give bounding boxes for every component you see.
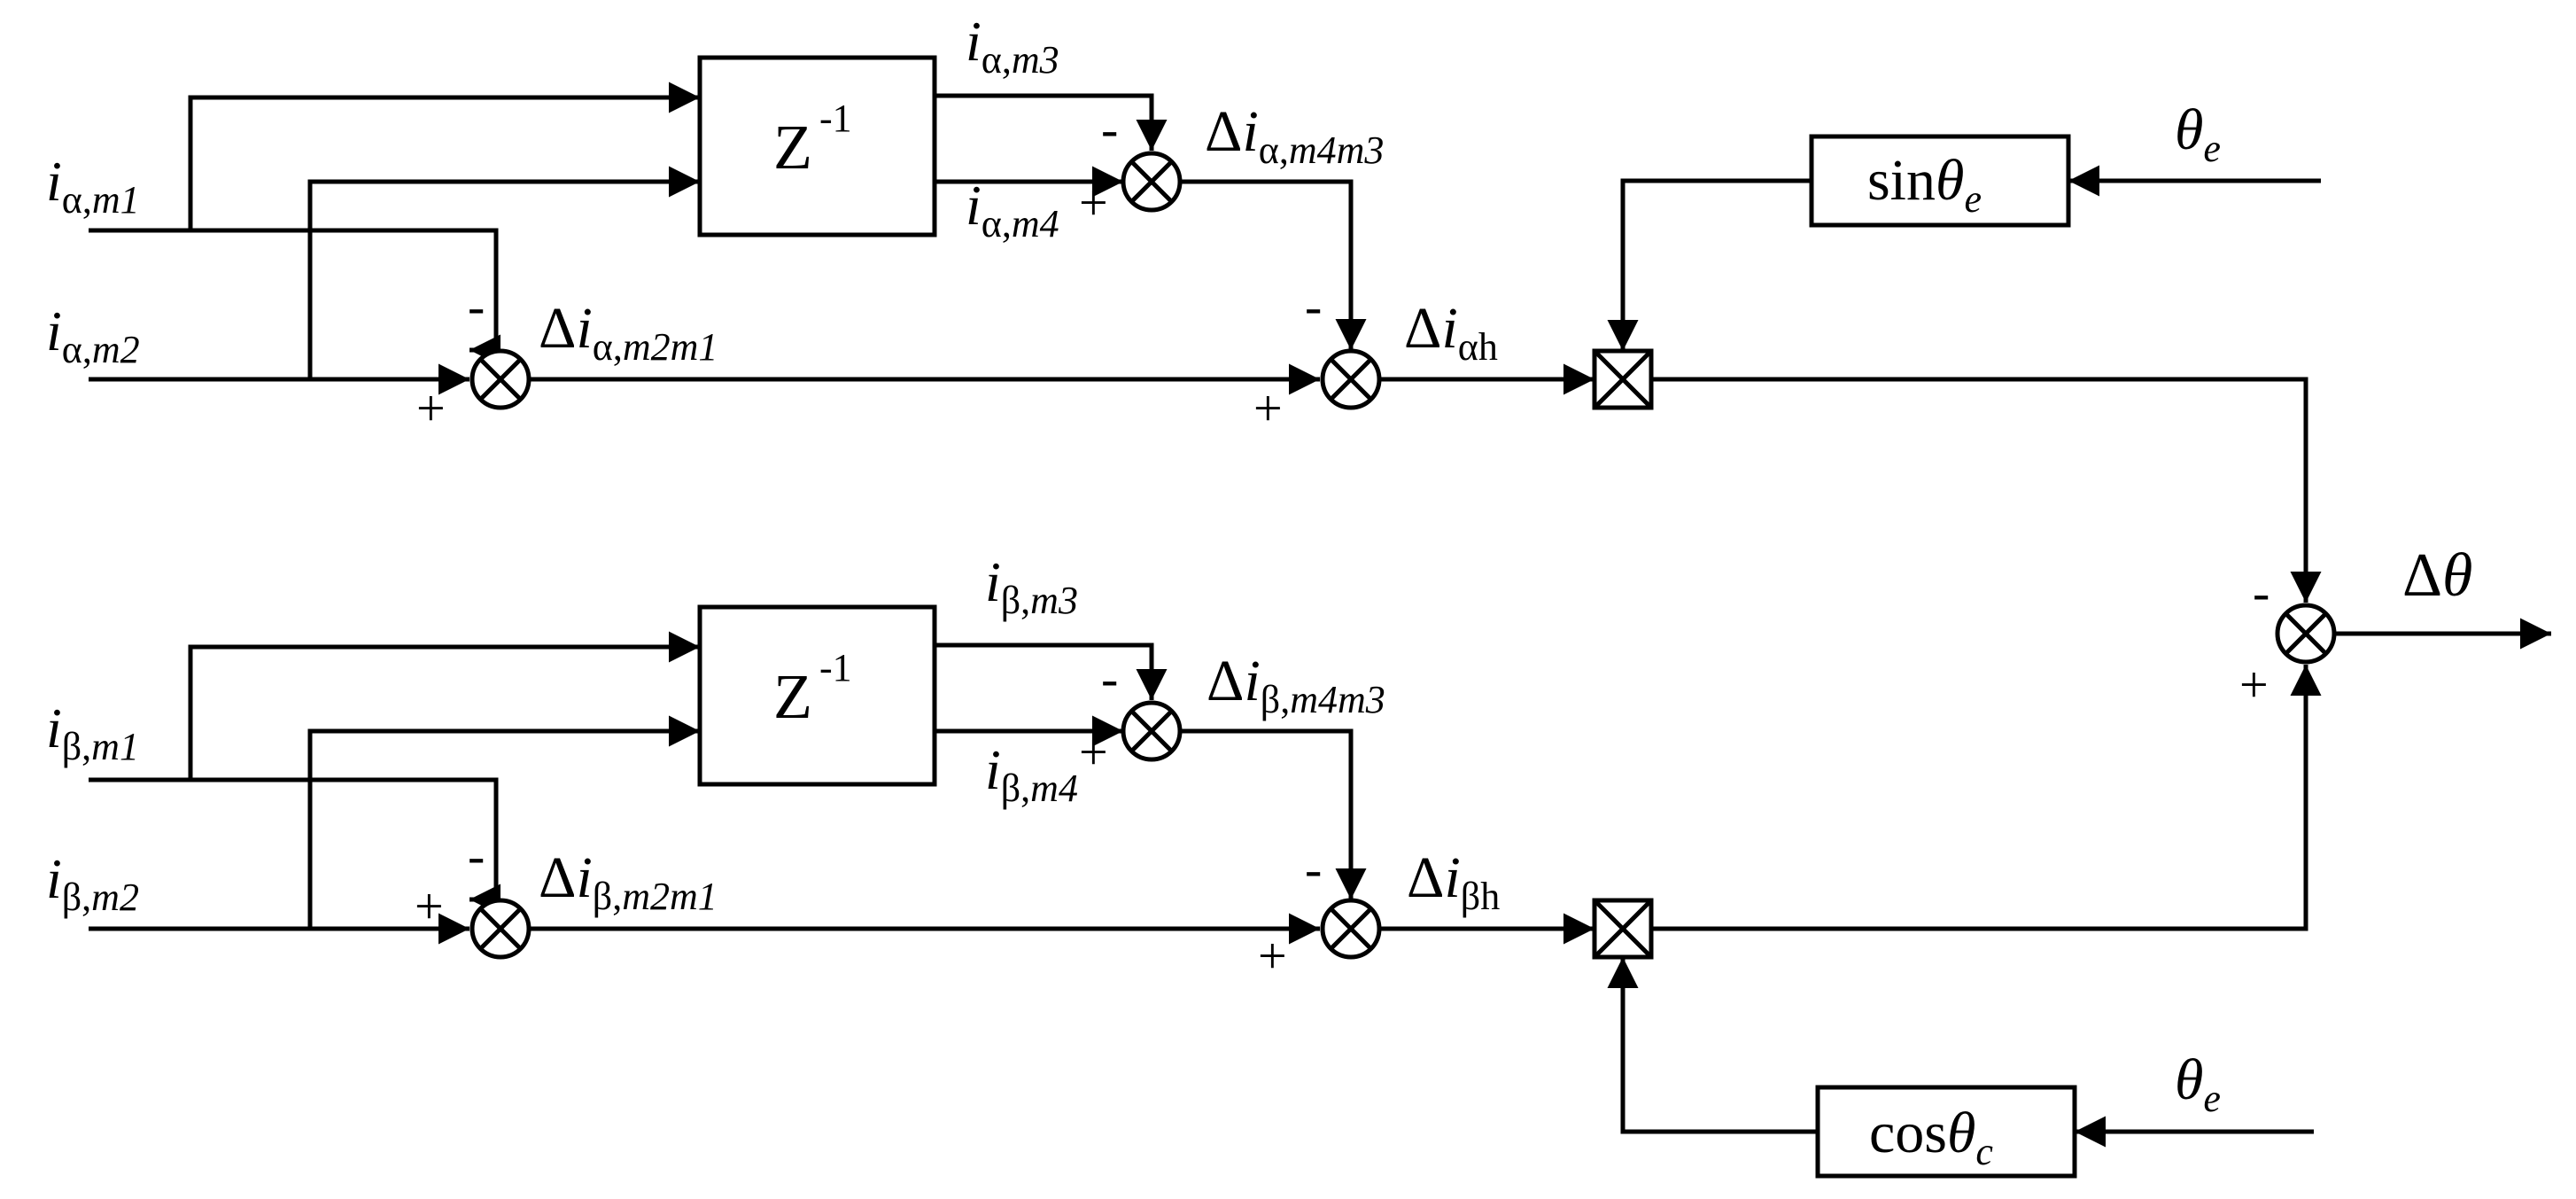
wire-ib-m1-to-delay: [188, 631, 700, 780]
label-i-beta-m1: iβ,m1: [46, 697, 139, 768]
sign-plus-sum1: +: [416, 379, 446, 437]
sign-minus-beta-sum3: -: [1305, 840, 1322, 898]
sign-plus-beta-sum1: +: [415, 877, 444, 935]
wire-sum2-to-sum3: [1180, 179, 1367, 350]
beta-channel: Z -1 cosθc - + -: [46, 550, 2322, 1179]
cos-block: cosθc: [1815, 1085, 2077, 1179]
sign-plus-beta-sum3: +: [1258, 927, 1287, 985]
sum-junction-beta-m4m3: [1121, 700, 1183, 762]
sin-theta: θ: [1936, 148, 1964, 213]
label-delta-i-beta-m4m3: Δiβ,m4m3: [1207, 649, 1385, 721]
sign-minus-sum3: -: [1305, 277, 1322, 335]
sum-junction-final: [2275, 603, 2337, 665]
wire-beta-mult-to-final-sum: [1651, 665, 2322, 931]
label-delta-theta: Δθ: [2402, 541, 2472, 610]
sum-junction-alpha-h: [1320, 348, 1382, 410]
sign-plus-sum2: +: [1079, 174, 1108, 231]
sign-plus-final: +: [2239, 656, 2269, 713]
delay-block-alpha: Z -1: [697, 55, 937, 237]
delay-label: Z: [773, 661, 812, 732]
label-i-alpha-m2: iα,m2: [46, 300, 140, 371]
label-i-beta-m2: iβ,m2: [46, 847, 139, 919]
sign-plus-sum3: +: [1253, 379, 1283, 437]
sign-minus-final: -: [2253, 564, 2270, 621]
wire-sin-to-mult: [1607, 178, 1812, 351]
wire-ia-m1-to-sum1: [89, 228, 500, 366]
label-theta-e-top: θe: [2175, 97, 2221, 170]
label-delta-i-alpha-m4m3: Δiα,m4m3: [1205, 99, 1384, 172]
sin-sub-e: e: [1964, 177, 1982, 221]
sign-minus-beta-sum1: -: [468, 827, 485, 884]
multiplier-alpha: [1592, 348, 1654, 410]
sin-block: sinθe: [1809, 134, 2071, 228]
sin-function: sin: [1867, 148, 1936, 213]
label-i-alpha-m3: iα,m3: [966, 10, 1059, 82]
multiplier-beta: [1592, 898, 1654, 960]
svg-text:sinθe: sinθe: [1867, 148, 1982, 221]
output-stage: - + Δθ: [2239, 541, 2551, 713]
delay-exponent: -1: [819, 97, 852, 140]
sign-minus-sum2: -: [1101, 100, 1118, 158]
label-i-beta-m4: iβ,m4: [985, 738, 1078, 810]
alpha-channel: Z -1 sinθe - + -: [46, 10, 2322, 603]
delay-label: Z: [773, 112, 812, 183]
sum-junction-alpha-m4m3: [1121, 151, 1183, 213]
label-delta-i-beta-m2m1: Δiβ,m2m1: [539, 845, 718, 918]
wire-mult-to-final-sum: [1651, 377, 2322, 603]
sum-junction-alpha-m2m1: [469, 348, 531, 410]
wire-ib-m1-to-sum1: [89, 777, 500, 915]
sum-junction-beta-h: [1320, 898, 1382, 960]
delay-block-beta: Z -1: [697, 604, 937, 787]
sign-plus-beta-sum2: +: [1079, 723, 1108, 781]
delay-exponent: -1: [819, 646, 852, 689]
wire-ia-m2-to-delay: [307, 166, 700, 379]
label-i-alpha-m4: iα,m4: [966, 174, 1059, 245]
cos-function: cos: [1869, 1101, 1947, 1165]
wire-cos-to-mult: [1607, 957, 1818, 1134]
sign-minus-beta-sum2: -: [1101, 650, 1118, 707]
wire-ib-m2-to-delay: [307, 715, 700, 929]
cos-sub-c: c: [1975, 1130, 1993, 1173]
label-delta-i-alpha-h: Δiαh: [1404, 296, 1498, 369]
cos-theta: θ: [1947, 1101, 1975, 1165]
wire-beta-sum2-to-sum3: [1180, 728, 1367, 899]
sum-junction-beta-m2m1: [469, 898, 531, 960]
label-i-beta-m3: iβ,m3: [985, 550, 1078, 622]
wire-delay-beta-out-m3: [935, 642, 1168, 700]
sign-minus-sum1: -: [468, 277, 485, 335]
wire-delay-out-m3: [935, 93, 1168, 151]
label-i-alpha-m1: iα,m1: [46, 150, 140, 222]
label-theta-e-bottom: θe: [2175, 1047, 2221, 1120]
label-delta-i-beta-h: Δiβh: [1407, 845, 1500, 918]
wire-ia-m1-to-delay: [188, 82, 700, 230]
label-delta-i-alpha-m2m1: Δiα,m2m1: [539, 296, 718, 369]
svg-text:cosθc: cosθc: [1869, 1101, 1993, 1173]
